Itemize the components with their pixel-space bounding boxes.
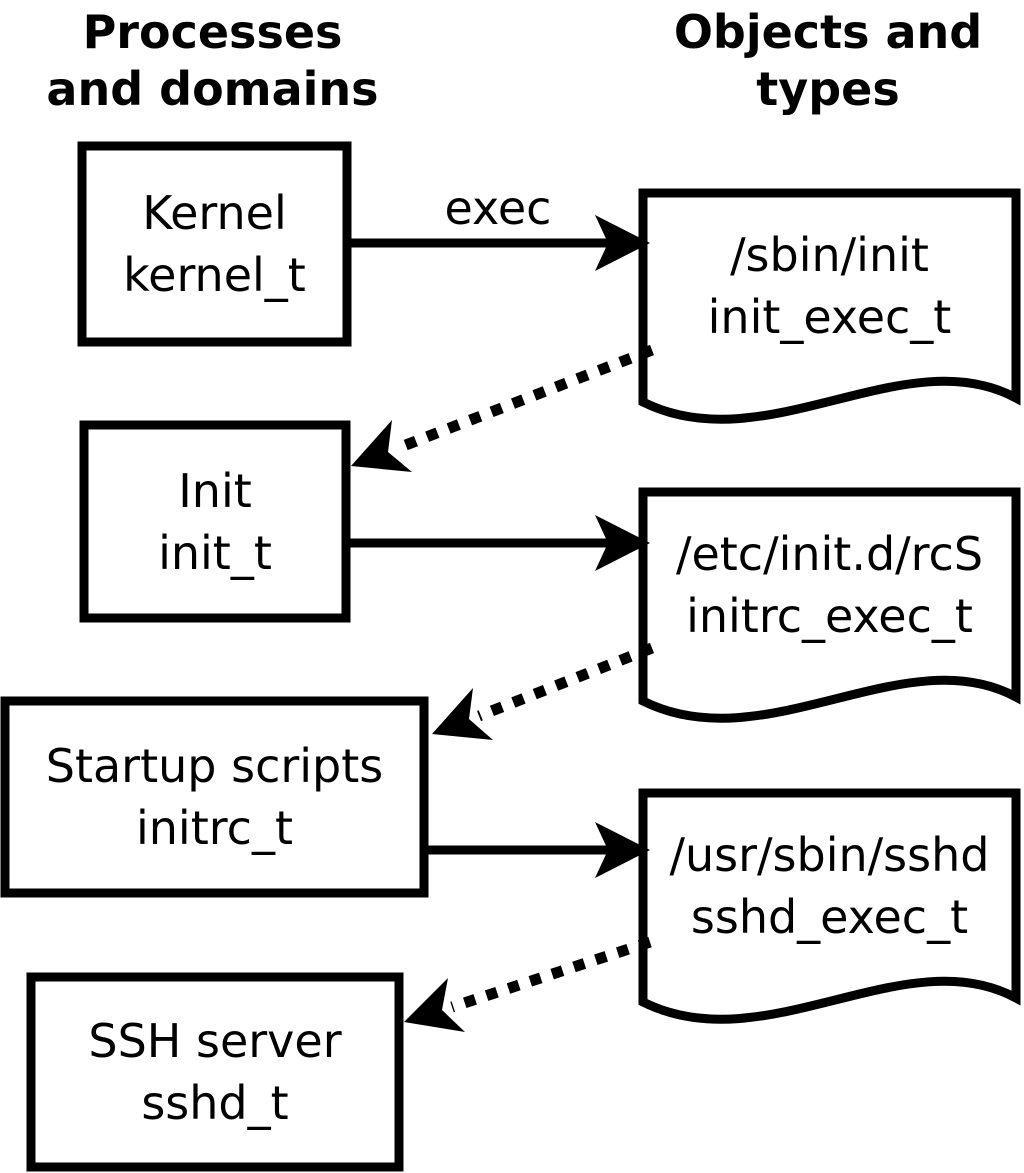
exec-arrow-initrc-to-sshd bbox=[424, 822, 650, 878]
arrowhead-right-icon bbox=[595, 822, 650, 878]
arrowhead-left-icon bbox=[404, 978, 465, 1032]
arrowhead-left-icon bbox=[432, 688, 493, 740]
object-type: initrc_exec_t bbox=[686, 588, 973, 643]
object-path: /etc/init.d/rcS bbox=[675, 526, 984, 581]
usr-sbin-sshd-doc-label: /usr/sbin/sshd sshd_exec_t bbox=[643, 793, 1016, 978]
exec-arrow-kernel-to-sbin-init bbox=[347, 215, 650, 271]
object-path: /sbin/init bbox=[730, 227, 929, 282]
etc-initd-rcs-doc-label: /etc/init.d/rcS initrc_exec_t bbox=[643, 492, 1016, 677]
kernel-box-shape bbox=[77, 141, 352, 347]
process-domain-type: initrc_t bbox=[136, 801, 293, 855]
process-name: Kernel bbox=[142, 186, 287, 240]
object-type: sshd_exec_t bbox=[690, 889, 969, 944]
process-name: Startup scripts bbox=[45, 739, 384, 793]
exec-arrow-init-to-rcs bbox=[346, 515, 650, 571]
process-domain-type: init_t bbox=[158, 525, 272, 580]
ssh-server-box-label: SSH server sshd_t bbox=[31, 977, 399, 1167]
etc-initd-rcs-doc-shape bbox=[638, 487, 1021, 723]
arrowhead-right-icon bbox=[595, 515, 650, 571]
kernel-box-label: Kernel kernel_t bbox=[82, 146, 347, 342]
usr-sbin-sshd-doc-shape bbox=[638, 788, 1021, 1024]
sbin-init-doc-label: /sbin/init init_exec_t bbox=[643, 193, 1016, 378]
exec-arrow-label: exec bbox=[444, 181, 552, 235]
startup-scripts-box-shape bbox=[0, 696, 429, 898]
startup-scripts-box-label: Startup scripts initrc_t bbox=[5, 701, 424, 893]
init-box-shape bbox=[79, 420, 351, 623]
process-domain-type: sshd_t bbox=[141, 1076, 289, 1130]
transition-arrow-rcs-to-initrc bbox=[432, 642, 655, 740]
object-type: init_exec_t bbox=[707, 289, 952, 344]
column-header-processes-line1: Processes bbox=[82, 5, 343, 59]
process-name: Init bbox=[178, 463, 252, 518]
process-domain-type: kernel_t bbox=[123, 248, 306, 302]
transition-arrow-sbin-init-to-init bbox=[351, 344, 654, 472]
ssh-server-box-shape bbox=[26, 972, 404, 1172]
object-path: /usr/sbin/sshd bbox=[669, 827, 990, 882]
sbin-init-doc-shape bbox=[638, 188, 1021, 424]
column-header-processes-line2: and domains bbox=[46, 62, 379, 116]
init-box-label: Init init_t bbox=[84, 425, 346, 618]
column-header-objects: Objects and types bbox=[628, 4, 1024, 118]
arrowhead-left-icon bbox=[351, 420, 412, 472]
column-header-processes: Processes and domains bbox=[10, 4, 415, 118]
column-header-objects-line1: Objects and bbox=[673, 5, 983, 59]
arrowhead-right-icon bbox=[595, 215, 650, 271]
transition-arrow-sshd-to-sshd-t bbox=[404, 936, 652, 1032]
column-header-objects-line2: types bbox=[756, 62, 900, 116]
process-name: SSH server bbox=[88, 1014, 342, 1068]
